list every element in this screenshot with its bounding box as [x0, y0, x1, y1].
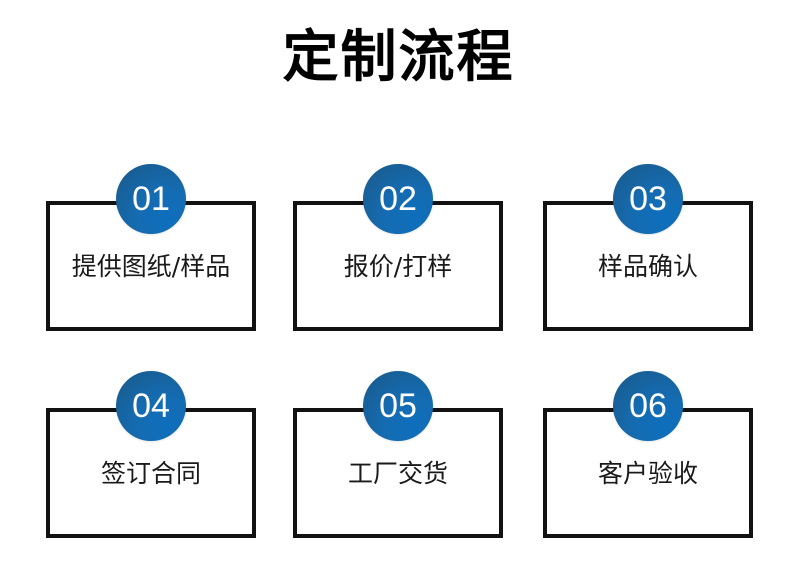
flow-step-05[interactable]: 05 工厂交货 [293, 371, 503, 538]
flow-step-01[interactable]: 01 提供图纸/样品 [46, 164, 256, 331]
step-number-badge: 04 [116, 371, 186, 441]
flow-step-03[interactable]: 03 样品确认 [543, 164, 753, 331]
step-number-badge: 06 [613, 371, 683, 441]
step-label: 签订合同 [100, 459, 201, 488]
step-number-text: 04 [132, 386, 170, 425]
step-number-text: 05 [379, 386, 417, 425]
step-number-text: 01 [132, 179, 170, 218]
step-number-badge: 01 [116, 164, 186, 234]
flow-step-02[interactable]: 02 报价/打样 [293, 164, 503, 331]
step-number-badge: 03 [613, 164, 683, 234]
step-box [543, 408, 753, 538]
step-number-text: 06 [629, 386, 667, 425]
step-label: 样品确认 [597, 252, 698, 281]
step-label: 客户验收 [597, 459, 698, 488]
step-number-text: 02 [379, 179, 417, 218]
step-number-badge: 02 [363, 164, 433, 234]
step-label: 工厂交货 [347, 459, 448, 488]
flow-step-04[interactable]: 04 签订合同 [46, 371, 256, 538]
step-label: 提供图纸/样品 [71, 252, 231, 281]
step-label: 报价/打样 [343, 252, 453, 281]
step-number-badge: 05 [363, 371, 433, 441]
page-title: 定制流程 [282, 25, 515, 90]
step-number-text: 03 [629, 179, 667, 218]
step-box [46, 408, 256, 538]
flow-step-06[interactable]: 06 客户验收 [543, 371, 753, 538]
